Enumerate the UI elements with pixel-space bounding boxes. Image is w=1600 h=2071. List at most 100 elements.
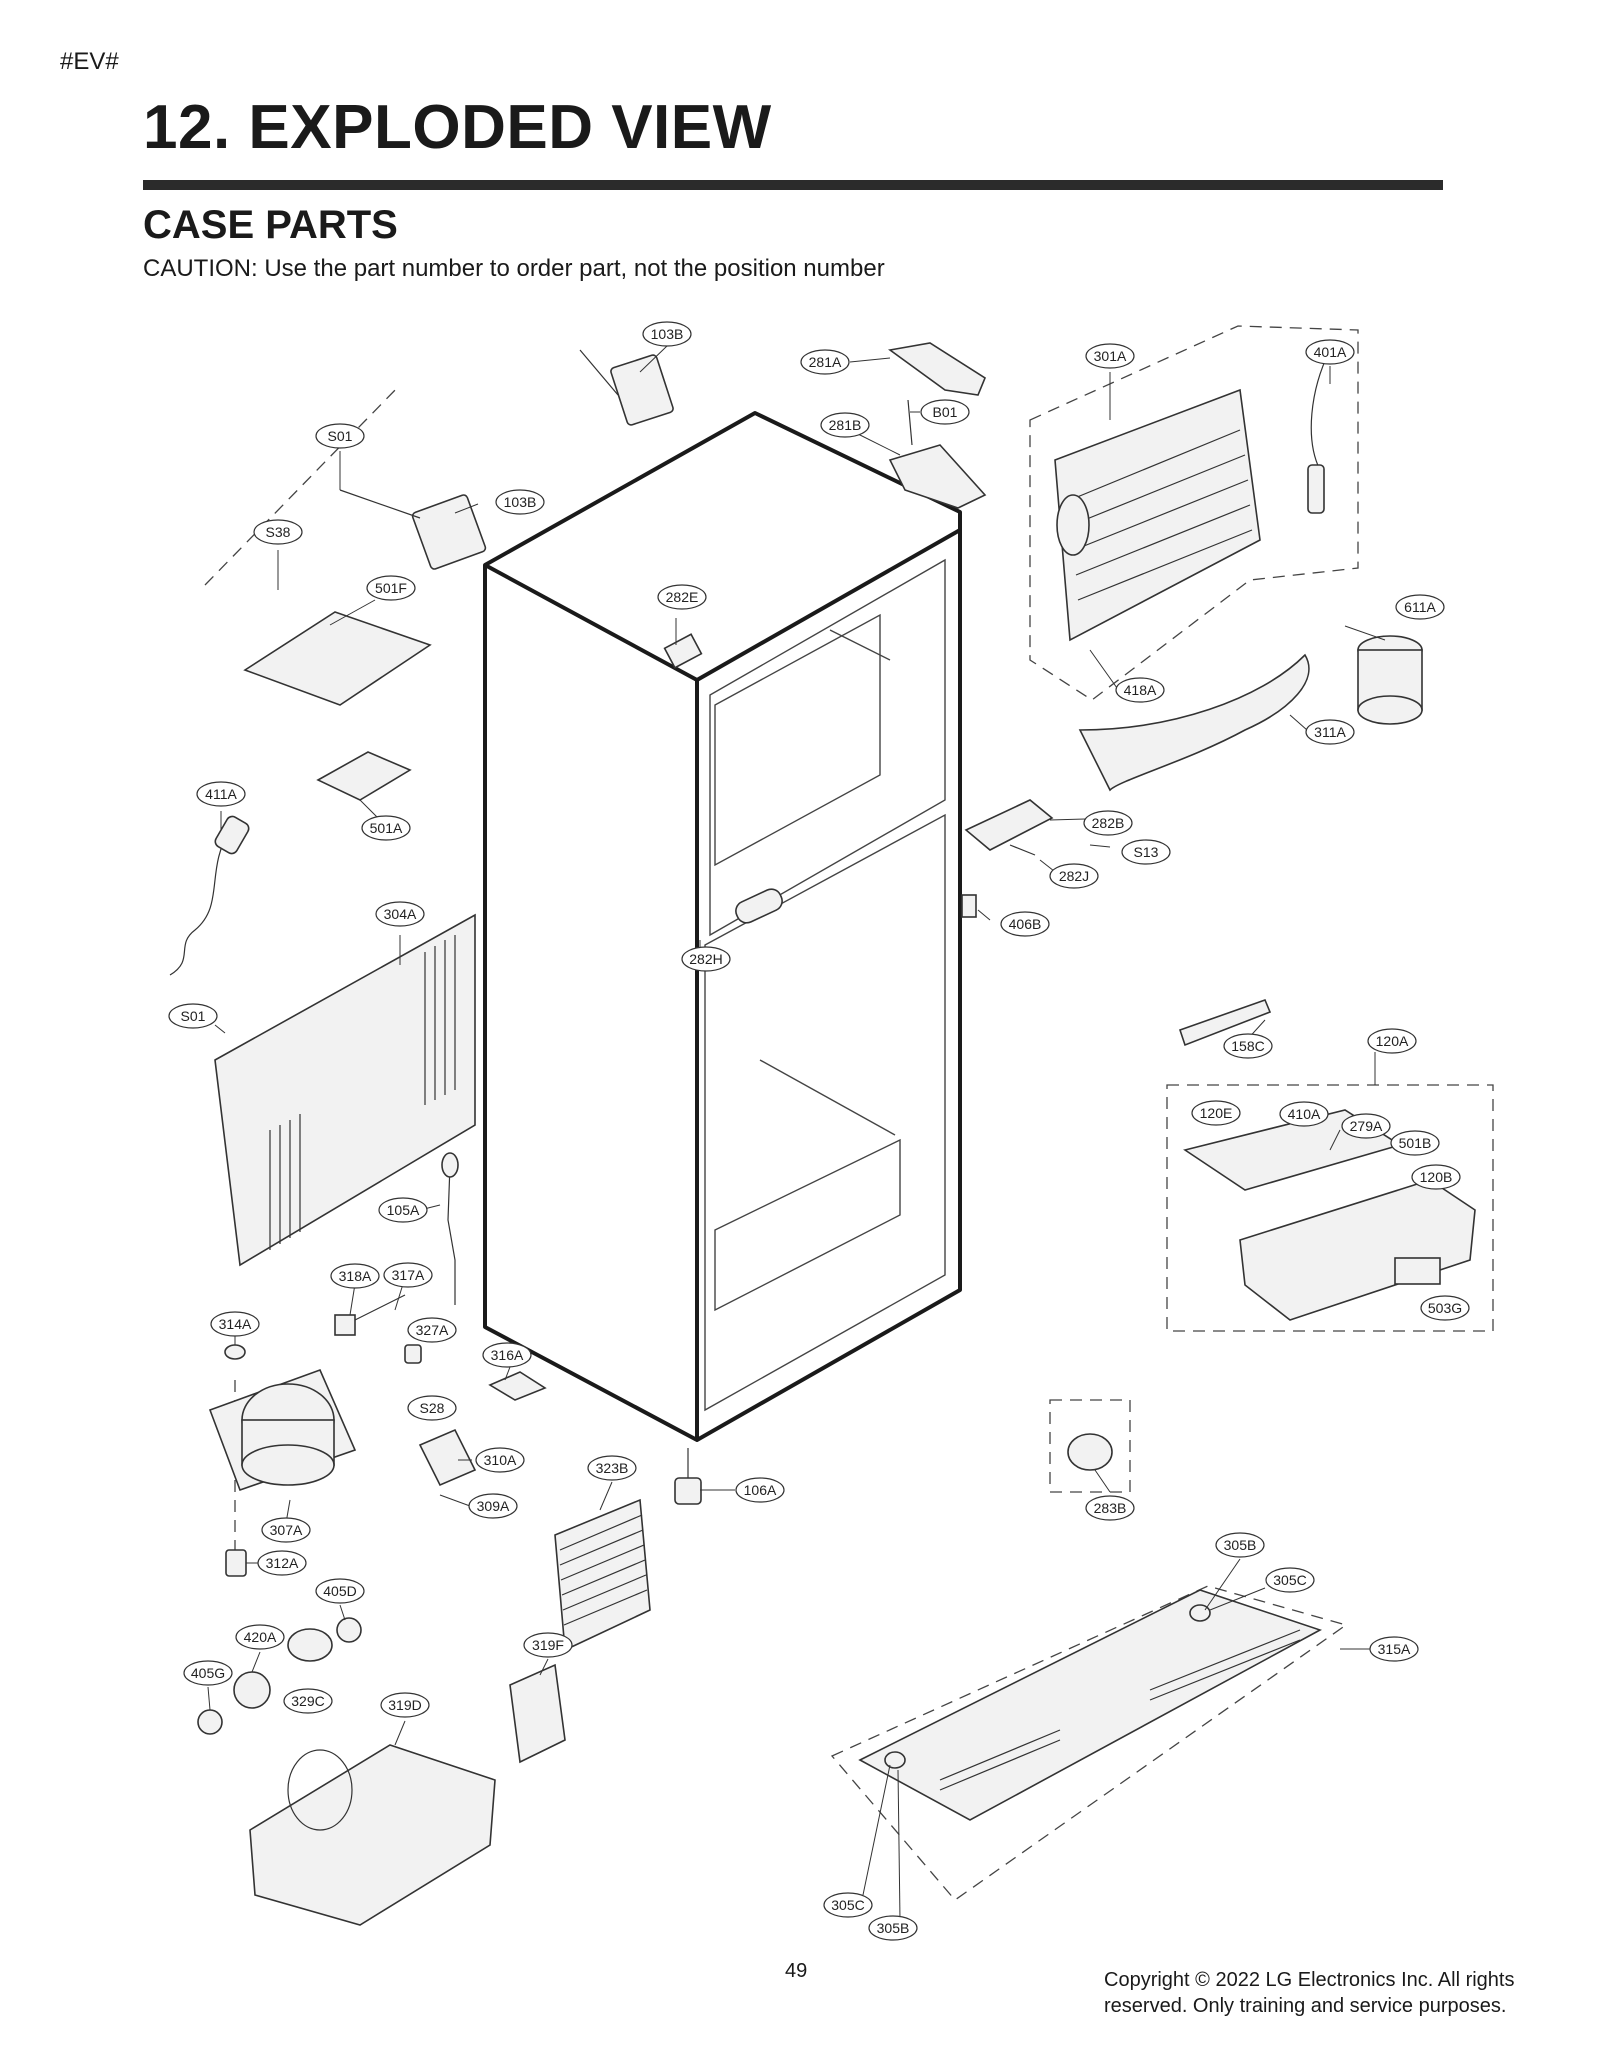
svg-text:316A: 316A bbox=[491, 1347, 524, 1363]
callout-401a: 401A bbox=[1305, 339, 1355, 365]
svg-text:611A: 611A bbox=[1404, 599, 1436, 615]
callout-418a: 418A bbox=[1115, 677, 1165, 703]
svg-text:319F: 319F bbox=[532, 1637, 564, 1653]
svg-text:319D: 319D bbox=[388, 1697, 421, 1713]
callout-312a: 312A bbox=[257, 1550, 307, 1576]
callout-s13: S13 bbox=[1121, 839, 1171, 865]
callout-105a: 105A bbox=[378, 1197, 428, 1223]
svg-text:304A: 304A bbox=[384, 906, 417, 922]
lower-hinge bbox=[964, 799, 1054, 856]
caution-note: CAUTION: Use the part number to order pa… bbox=[143, 255, 885, 282]
callout-319f: 319F bbox=[523, 1632, 573, 1658]
svg-text:327A: 327A bbox=[416, 1322, 449, 1338]
svg-text:315A: 315A bbox=[1378, 1641, 1411, 1657]
callout-s38: S38 bbox=[253, 519, 303, 545]
svg-text:318A: 318A bbox=[339, 1268, 372, 1284]
callout-s28: S28 bbox=[407, 1395, 457, 1421]
page-title: 12. EXPLODED VIEW bbox=[143, 93, 772, 162]
svg-text:406B: 406B bbox=[1009, 916, 1042, 932]
svg-text:106A: 106A bbox=[744, 1482, 777, 1498]
svg-text:281B: 281B bbox=[829, 417, 862, 433]
callout-611a: 611A bbox=[1395, 594, 1445, 620]
rubber-foot bbox=[225, 1549, 247, 1577]
svg-text:314A: 314A bbox=[219, 1316, 252, 1332]
callout-411a: 411A bbox=[196, 781, 246, 807]
svg-text:410A: 410A bbox=[1288, 1106, 1321, 1122]
svg-text:279A: 279A bbox=[1350, 1118, 1383, 1134]
callout-323b: 323B bbox=[587, 1455, 637, 1481]
machine-compartment-cover bbox=[214, 913, 476, 1267]
callout-329c: 329C bbox=[283, 1688, 333, 1714]
ice-bucket-guide bbox=[1178, 998, 1272, 1047]
svg-text:301A: 301A bbox=[1094, 348, 1127, 364]
svg-text:329C: 329C bbox=[291, 1693, 324, 1709]
svg-text:105A: 105A bbox=[387, 1202, 420, 1218]
callout-281b: 281B bbox=[820, 412, 870, 438]
callout-103b-left: 103B bbox=[495, 489, 545, 515]
document-tag: #EV# bbox=[60, 48, 119, 75]
svg-text:420A: 420A bbox=[244, 1629, 277, 1645]
svg-text:S01: S01 bbox=[181, 1008, 206, 1024]
svg-text:282B: 282B bbox=[1092, 815, 1125, 831]
callout-327a: 327A bbox=[407, 1317, 457, 1343]
svg-text:501F: 501F bbox=[375, 580, 407, 596]
svg-text:282E: 282E bbox=[666, 589, 699, 605]
compressor-bracket bbox=[418, 1428, 477, 1487]
page-number: 49 bbox=[785, 1960, 808, 1982]
callout-120b: 120B bbox=[1411, 1164, 1461, 1190]
callout-309a: 309A bbox=[468, 1493, 518, 1519]
callout-501a: 501A bbox=[361, 815, 411, 841]
svg-text:S01: S01 bbox=[328, 428, 353, 444]
control-box-group-box bbox=[1166, 1084, 1494, 1332]
svg-text:103B: 103B bbox=[651, 326, 684, 342]
svg-text:282J: 282J bbox=[1059, 868, 1089, 884]
callout-s01-left: S01 bbox=[168, 1003, 218, 1029]
callout-301a: 301A bbox=[1085, 343, 1135, 369]
svg-text:158C: 158C bbox=[1231, 1038, 1264, 1054]
callout-405g: 405G bbox=[183, 1660, 233, 1686]
evaporator-group-box bbox=[1029, 325, 1359, 701]
upper-hinge bbox=[888, 399, 987, 509]
callout-283b: 283B bbox=[1085, 1495, 1135, 1521]
fan-motor bbox=[1357, 635, 1423, 725]
drain-pan bbox=[249, 1744, 496, 1926]
defrost-sensor bbox=[1307, 349, 1331, 514]
callout-b01: B01 bbox=[920, 399, 970, 425]
refrigerator-cabinet bbox=[483, 411, 962, 1442]
hinge-cover-top bbox=[888, 342, 986, 396]
callout-282b: 282B bbox=[1083, 810, 1133, 836]
svg-text:418A: 418A bbox=[1124, 682, 1157, 698]
svg-text:S28: S28 bbox=[420, 1400, 445, 1416]
svg-text:B01: B01 bbox=[933, 404, 958, 420]
callout-503g: 503G bbox=[1420, 1295, 1470, 1321]
evaporator bbox=[1054, 388, 1261, 642]
svg-text:282H: 282H bbox=[689, 951, 722, 967]
callout-406b: 406B bbox=[1000, 911, 1050, 937]
callout-307a: 307A bbox=[261, 1517, 311, 1543]
callout-410a: 410A bbox=[1279, 1101, 1329, 1127]
callout-311a: 311A bbox=[1305, 719, 1355, 745]
svg-text:405D: 405D bbox=[323, 1583, 356, 1599]
top-cover-bracket-left bbox=[339, 489, 487, 570]
base-plate bbox=[858, 1589, 1323, 1821]
condenser bbox=[554, 1498, 651, 1652]
motor-mount bbox=[197, 1617, 362, 1735]
callout-s01-top: S01 bbox=[315, 423, 365, 449]
svg-text:317A: 317A bbox=[392, 1267, 425, 1283]
svg-text:503G: 503G bbox=[1428, 1300, 1462, 1316]
svg-text:305B: 305B bbox=[877, 1920, 910, 1936]
callout-305c-top: 305C bbox=[1265, 1567, 1315, 1593]
thermostat-group-box bbox=[1049, 1399, 1131, 1493]
callout-420a: 420A bbox=[235, 1624, 285, 1650]
callout-304a: 304A bbox=[375, 901, 425, 927]
callout-501f: 501F bbox=[366, 575, 416, 601]
svg-text:120B: 120B bbox=[1420, 1169, 1453, 1185]
callout-282h: 282H bbox=[681, 946, 731, 972]
callout-305b-top: 305B bbox=[1215, 1532, 1265, 1558]
evaporator-cover bbox=[1078, 653, 1310, 792]
pad-foam bbox=[488, 1371, 547, 1401]
section-title: CASE PARTS bbox=[143, 203, 398, 247]
fan-shroud bbox=[509, 1663, 566, 1764]
svg-text:310A: 310A bbox=[484, 1452, 517, 1468]
